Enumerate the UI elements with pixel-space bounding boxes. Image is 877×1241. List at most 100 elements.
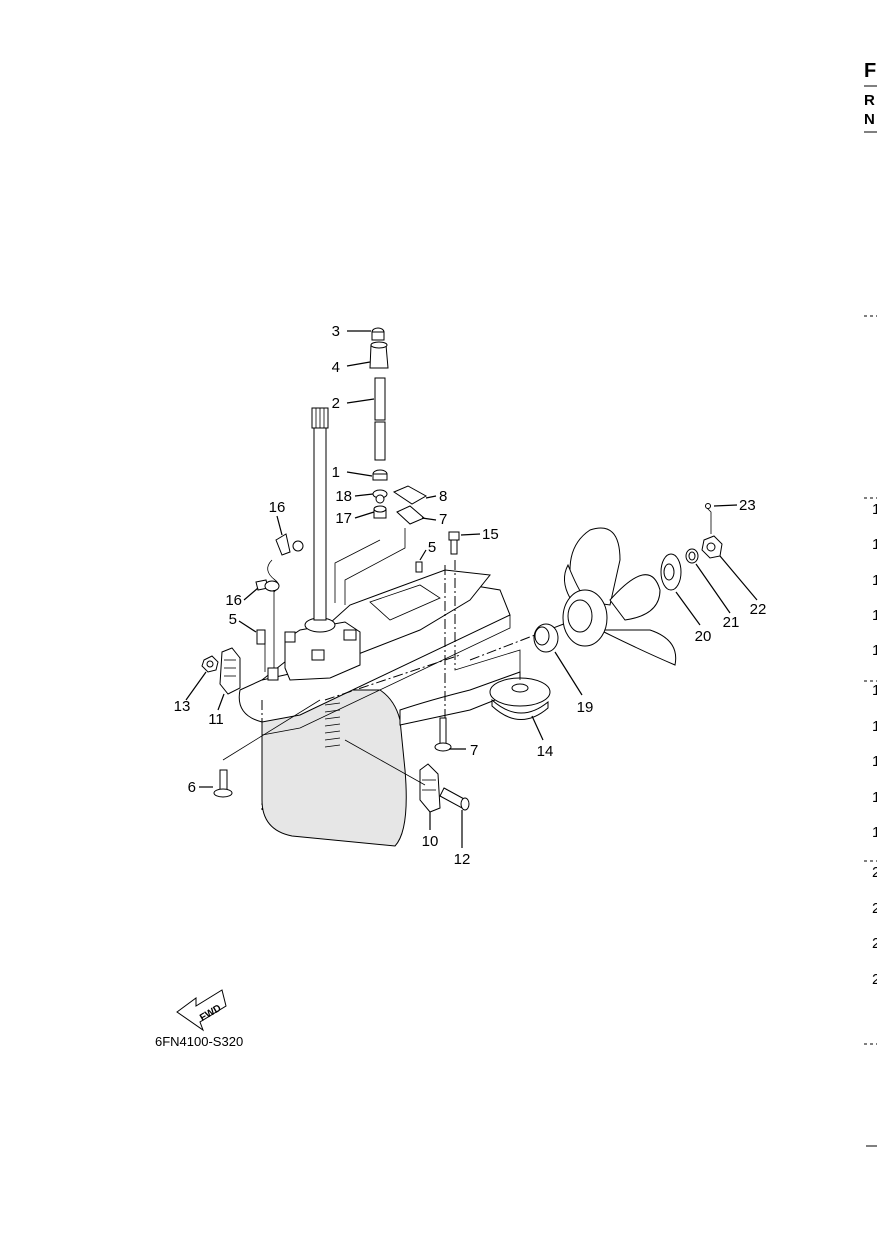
label-part-18: 18 [335,488,352,505]
part-7-shape [439,717,447,747]
part-23-shape [705,503,711,509]
fwd-arrow: FWD [176,989,227,1032]
table-row-number: 2 [872,935,877,952]
leader-lines [185,330,758,848]
table-row-number: 2 [872,864,877,881]
propeller-hub-bore [567,599,593,633]
lower-casing [238,560,601,847]
table-row-number: 1 [872,642,877,659]
label-part-23: 23 [739,497,756,514]
pin-shape [267,667,279,681]
part-8-shape [396,505,425,525]
part-18-shape [375,494,385,504]
label-part-20: 20 [695,628,712,645]
label-part-15: 15 [482,526,499,543]
anti-cavitation-plate [238,584,511,723]
part-11-shape [219,647,241,695]
part-12-shape [460,797,470,811]
header-row-1-letter: R [864,92,875,109]
label-part-11: 11 [208,711,224,728]
label-part-5-left: 5 [229,611,237,628]
table-row-number: 2 [872,900,877,917]
part-4-shape [370,341,388,349]
pump-boss [311,649,325,661]
label-part-10: 10 [422,833,439,850]
table-row-number: 1 [872,789,877,806]
part-2-shape [374,377,386,421]
part-10-shape [419,763,441,813]
label-part-16-upper: 16 [269,499,286,516]
part-20-shape [663,563,675,581]
table-row-number: 1 [872,572,877,589]
part-15-shape [448,531,460,541]
water-intake-grille [324,702,341,748]
part-19-shape [534,626,550,646]
pump-boss [343,629,357,641]
header-row-2-letter: N [864,111,875,128]
part-2-shape [374,421,386,461]
label-part-5-right: 5 [428,539,436,556]
table-row-number: 1 [872,753,877,770]
label-part-6: 6 [188,779,196,796]
part-7-shape [434,742,452,752]
part-9-shape [392,485,428,505]
flange-cutout [369,584,441,621]
label-part-3: 3 [332,323,340,340]
label-part-22: 22 [750,601,767,618]
drive-shaft-body [313,419,327,621]
water-tube-column [334,327,428,605]
table-row-number: 1 [872,824,877,841]
label-part-1: 1 [332,464,340,481]
parts-table-edge: 1 1 1 1 1 1 1 1 1 1 2 2 2 2 [864,315,877,1147]
center-line [324,654,461,701]
label-part-19: 19 [577,699,594,716]
part-23-shape [706,507,712,522]
table-row-number: 1 [872,501,877,518]
label-part-13: 13 [174,698,191,715]
assembly-line [344,739,426,786]
plate-edge [261,615,511,736]
part-21-shape [688,551,696,561]
part-22-shape [706,542,716,552]
part-5-left-shape [256,629,266,645]
part-1-shape [372,473,388,481]
part-5-right-shape [415,561,423,573]
assembly-line [344,528,406,605]
callout-labels: 3 4 2 1 18 17 8 7 15 5 16 16 5 13 11 6 7… [174,323,767,868]
part-13-shape [206,660,214,668]
propeller-group [454,503,723,720]
label-part-8: 7 [439,511,447,528]
part-16-upper-shape [292,540,304,552]
table-row-number: 2 [872,971,877,988]
fwd-arrow-icon [176,989,227,1032]
assembly-line [454,649,521,680]
part-17-shape [373,505,387,513]
label-part-14: 14 [537,743,554,760]
header-title-letter: F [864,60,876,82]
part-14-shape [511,683,529,693]
part-15-shape [450,539,458,555]
label-part-7: 7 [470,742,478,759]
part-6-shape [213,788,233,798]
page-header: F R N [864,60,877,133]
table-row-number: 1 [872,718,877,735]
part-16-lower-shape [264,580,280,592]
propeller-blade [609,574,661,621]
label-part-9: 8 [439,488,447,505]
label-part-2: 2 [332,395,340,412]
left-parts [201,531,470,813]
table-row-number: 1 [872,607,877,624]
part-16-upper-shape [275,533,291,556]
part-3-shape [371,331,385,341]
label-part-4: 4 [332,359,340,376]
propeller-blade [599,629,677,666]
label-part-12: 12 [454,851,471,868]
pump-boss [284,631,296,643]
label-part-16-lower: 16 [225,592,242,609]
table-row-number: 1 [872,682,877,699]
table-row-number: 1 [872,536,877,553]
part-14-shape [491,698,549,720]
drawing-code: 6FN4100-S320 [155,1034,243,1049]
label-part-17: 17 [335,510,352,527]
label-part-21: 21 [723,614,740,631]
